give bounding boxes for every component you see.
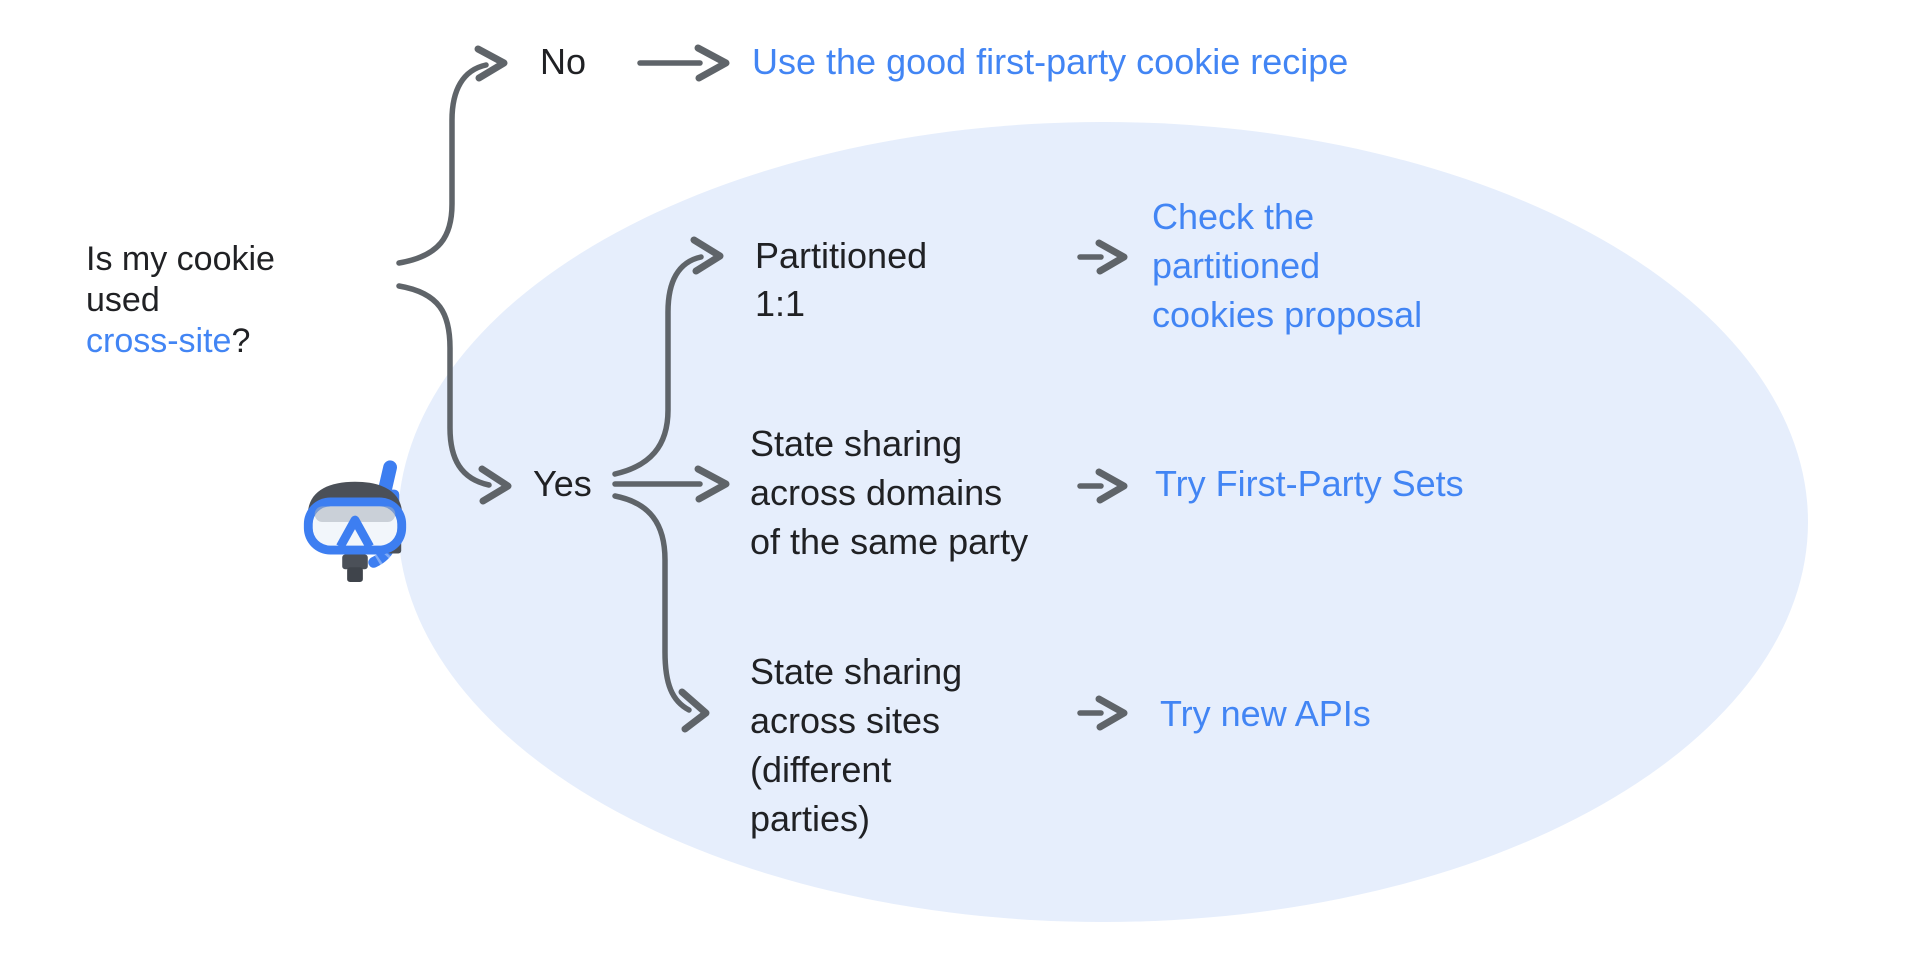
- first-party-recipe-link[interactable]: Use the good first-party cookie recipe: [752, 41, 1349, 82]
- same-party-condition: State sharing across domains of the same…: [750, 423, 1029, 562]
- question-text: Is my cookie used cross-site?: [86, 198, 275, 362]
- connector-question-to-yes: [396, 283, 512, 505]
- new-apis-link[interactable]: Try new APIs: [1160, 693, 1371, 734]
- yes-label: Yes: [533, 463, 592, 504]
- connector-question-to-no: [396, 45, 508, 266]
- different-parties-condition: State sharing across sites (different pa…: [750, 651, 963, 839]
- arrow-same-party-to-result: [1077, 468, 1128, 504]
- connector-yes-to-same-party: [612, 465, 730, 503]
- arrow-partitioned-to-result: [1077, 239, 1128, 275]
- question-highlight: cross-site: [86, 322, 232, 360]
- partitioned-condition: Partitioned 1:1: [755, 235, 928, 324]
- arrow-no-to-result: [637, 44, 730, 82]
- question-prefix: Is my cookie used: [86, 240, 275, 319]
- connector-yes-to-different-parties: [612, 493, 710, 733]
- arrow-different-parties-to-result: [1077, 695, 1128, 731]
- connector-yes-to-partitioned: [612, 236, 724, 477]
- no-label: No: [540, 41, 587, 82]
- diving-mask-icon: [303, 460, 407, 583]
- question-suffix: ?: [231, 322, 251, 360]
- partitioned-cookies-proposal-link[interactable]: Check the partitioned cookies proposal: [1152, 196, 1423, 335]
- first-party-sets-link[interactable]: Try First-Party Sets: [1155, 463, 1464, 504]
